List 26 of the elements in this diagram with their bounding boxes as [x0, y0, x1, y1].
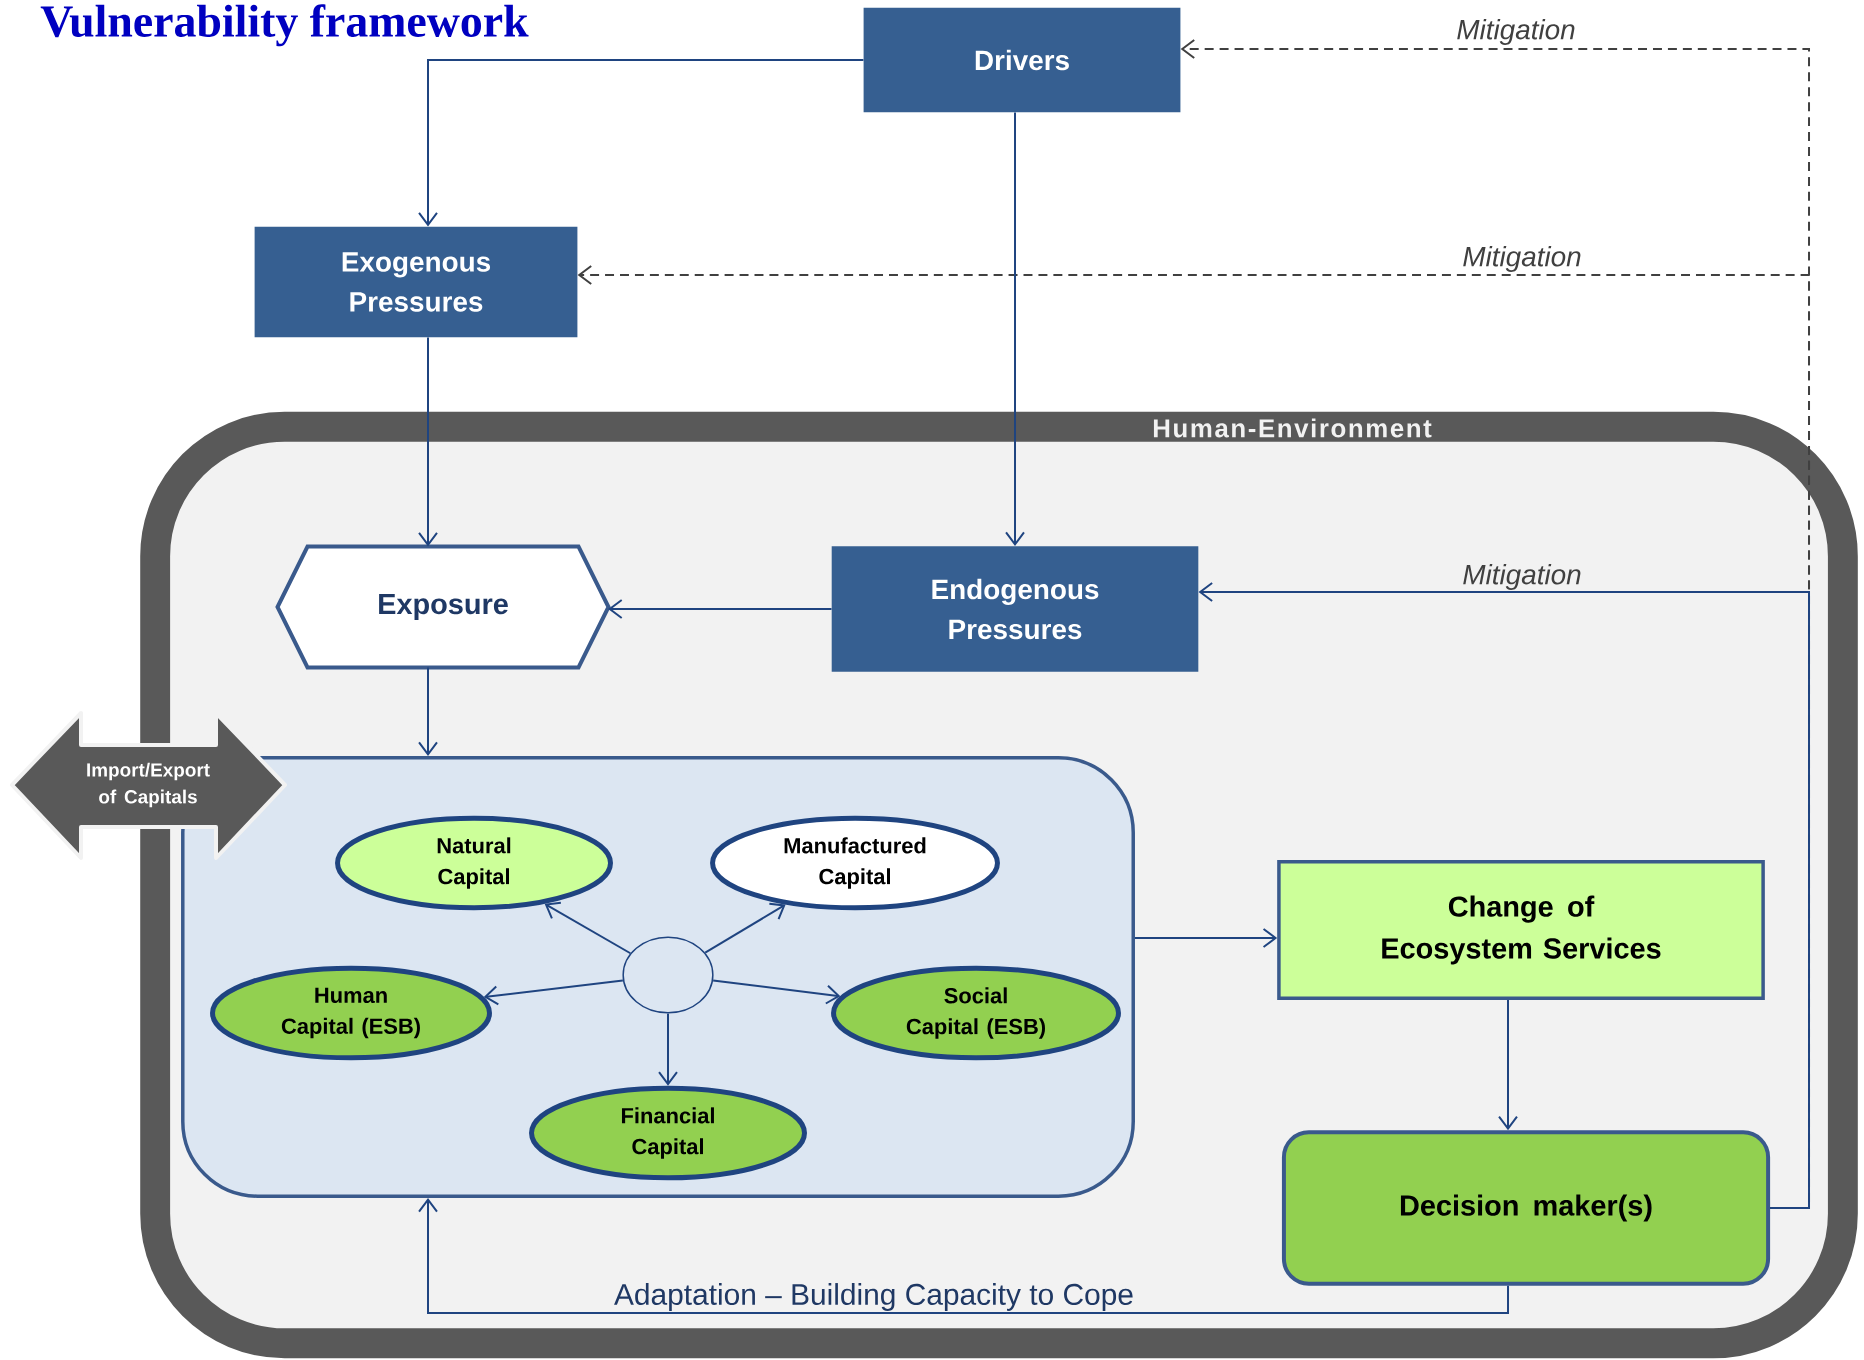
- arrow: [1005, 111, 1025, 547]
- outcome-box: Change of Ecosystem Services: [1277, 860, 1765, 1000]
- arrow: [418, 666, 438, 757]
- edge-label: Mitigation: [1463, 564, 1581, 590]
- edge-label: Mitigation: [1463, 246, 1581, 272]
- arrow: [544, 901, 632, 955]
- arrow: [418, 1197, 1509, 1314]
- process-box: Drivers: [863, 7, 1181, 113]
- arrow: [418, 59, 865, 227]
- arrow: [704, 902, 786, 954]
- arrow: [1498, 999, 1518, 1131]
- title: Vulnerability framework: [40, 4, 529, 47]
- arrow: [712, 979, 841, 1005]
- process-box: Endogenous Pressures: [831, 546, 1199, 672]
- arrow: [1198, 582, 1810, 1209]
- arrow: [483, 979, 624, 1006]
- edge-label: Adaptation – Building Capacity to Cope: [614, 1283, 1133, 1311]
- hub-ellipse: [622, 936, 714, 1014]
- arrow: [1134, 928, 1278, 948]
- arrow: [658, 1012, 678, 1086]
- edge-label: Mitigation: [1457, 19, 1575, 45]
- arrow: [608, 599, 833, 619]
- process-box: Exogenous Pressures: [254, 226, 578, 338]
- hexagon-box: Exposure: [275, 544, 611, 670]
- decision-box: Decision maker(s): [1281, 1130, 1771, 1286]
- arrow: [418, 336, 438, 547]
